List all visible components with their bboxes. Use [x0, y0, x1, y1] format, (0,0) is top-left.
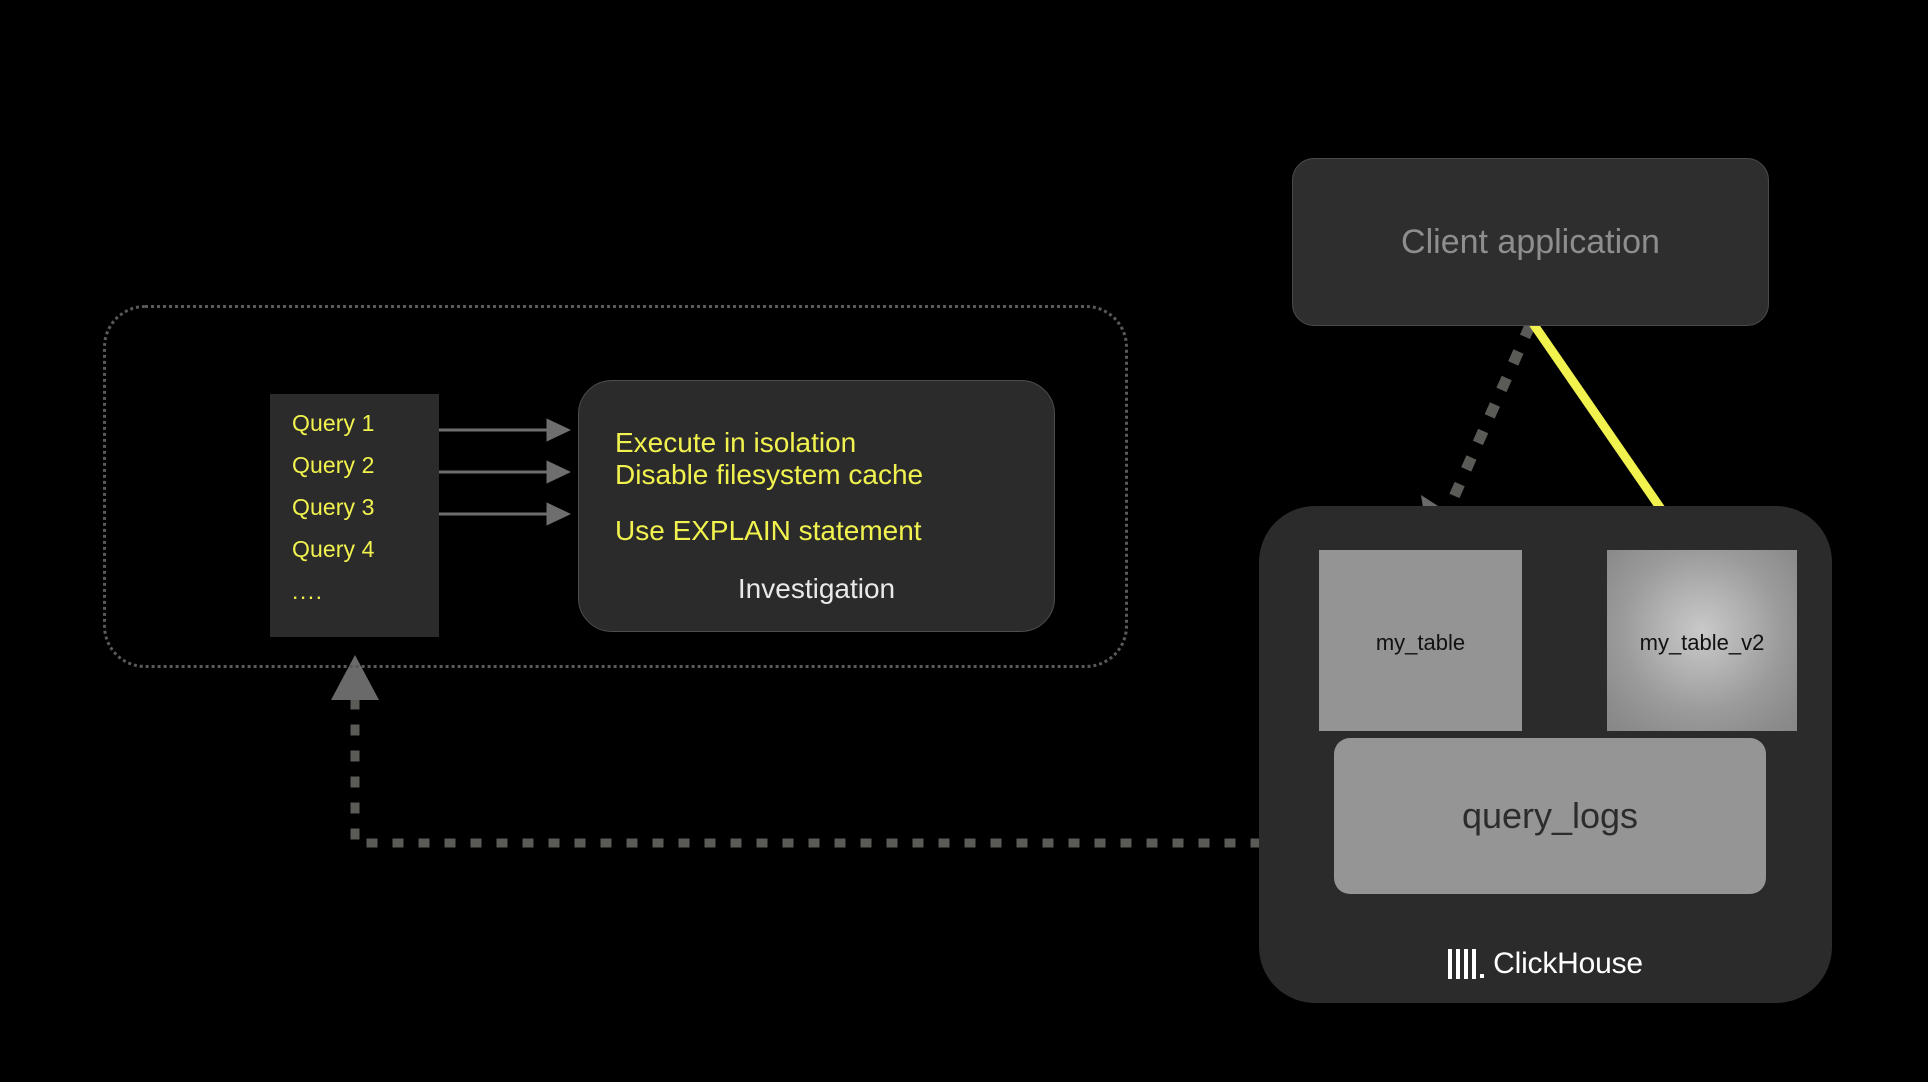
investigation-card: Execute in isolation Disable filesystem … [578, 380, 1055, 632]
table-box-my-table-v2: my_table_v2 [1607, 550, 1797, 731]
query-list-item: Query 4 [292, 536, 375, 562]
client-application-label: Client application [1401, 222, 1660, 261]
investigation-steps: Execute in isolation Disable filesystem … [615, 427, 1035, 547]
logo-bar [1472, 949, 1477, 979]
investigation-group-boundary [103, 305, 1128, 668]
query-logs-label: query_logs [1461, 795, 1639, 836]
query-list-item: Query 1 [292, 410, 375, 436]
table-box-my-table: my_table [1319, 550, 1522, 731]
investigation-step: Disable filesystem cache [615, 458, 924, 490]
client-application-box: Client application [1292, 158, 1769, 326]
clickhouse-container: my_table my_table_v2 query_logs ClickHou… [1259, 506, 1832, 1003]
clickhouse-bars-icon [1448, 949, 1485, 979]
query-list-item-ellipsis: .... [292, 578, 324, 604]
logo-bar [1464, 949, 1469, 979]
query-logs-to-query-panel-connector [331, 655, 1340, 848]
investigation-card-caption: Investigation [737, 573, 896, 604]
table-label: my_table_v2 [1639, 629, 1765, 655]
investigation-step: Execute in isolation [615, 427, 857, 458]
query-list-item: Query 2 [292, 452, 375, 478]
query-list-item: Query 3 [292, 494, 375, 520]
clickhouse-wordmark: ClickHouse [1493, 947, 1643, 980]
clickhouse-logo: ClickHouse [1259, 947, 1832, 981]
query-logs-box: query_logs [1334, 738, 1766, 894]
table-label: my_table [1375, 629, 1466, 655]
query-logs-dotted-path [350, 685, 1340, 848]
investigation-step: Use EXPLAIN statement [615, 514, 922, 546]
logo-bar [1456, 949, 1461, 979]
client-to-my-table-dotted-path [1434, 322, 1536, 532]
query-list-panel: Query 1 Query 2 Query 3 Query 4 .... [270, 394, 439, 637]
logo-bar [1448, 949, 1453, 979]
logo-dot [1480, 974, 1485, 978]
client-to-my-table-v2-line [1528, 319, 1683, 538]
